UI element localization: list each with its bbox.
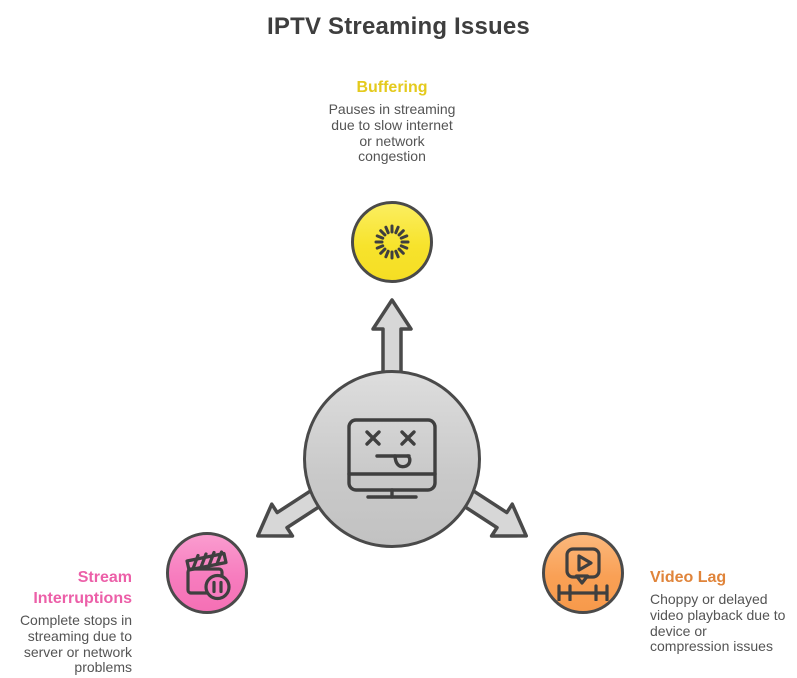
buffering-text-block: Buffering Pauses in streaming due to slo… bbox=[292, 77, 492, 165]
stream-interruptions-text-block: Stream Interruptions Complete stops in s… bbox=[0, 567, 132, 676]
stream-interruptions-node-circle bbox=[166, 532, 248, 614]
buffering-node-circle bbox=[351, 201, 433, 283]
video-lag-label: Video Lag bbox=[650, 569, 727, 586]
loading-spinner-icon bbox=[374, 224, 410, 260]
video-lag-icon bbox=[557, 547, 609, 601]
clapperboard-pause-icon bbox=[185, 550, 231, 601]
video-lag-text-block: Video Lag Choppy or delayed video playba… bbox=[650, 567, 796, 655]
video-lag-description: Choppy or delayed video playback due to … bbox=[650, 591, 786, 655]
page-title: IPTV Streaming Issues bbox=[267, 13, 530, 40]
stream-interruptions-label: Stream Interruptions bbox=[33, 569, 132, 607]
central-hub-circle bbox=[303, 370, 481, 548]
buffering-label: Buffering bbox=[356, 79, 428, 96]
video-lag-node-circle bbox=[542, 532, 624, 614]
stream-interruptions-description: Complete stops in streaming due to serve… bbox=[19, 612, 132, 676]
buffering-description: Pauses in streaming due to slow internet… bbox=[328, 101, 456, 165]
dead-monitor-icon bbox=[347, 418, 437, 499]
